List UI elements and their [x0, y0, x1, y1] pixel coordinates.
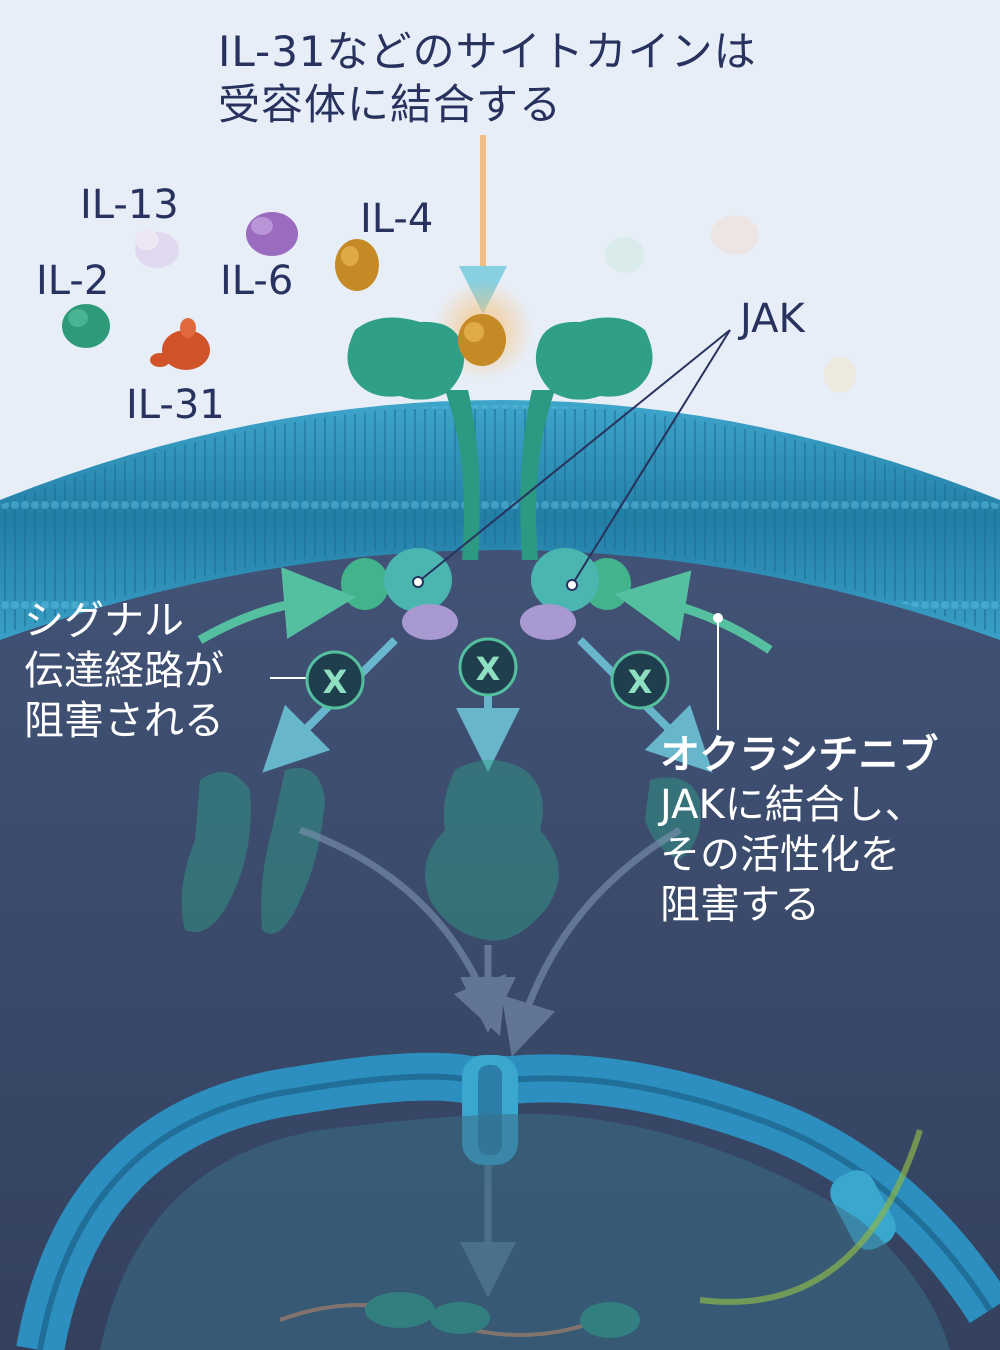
drug-line-3: 阻害する	[660, 882, 820, 928]
il6-molecule	[246, 212, 298, 256]
jak-leader-lines	[412, 329, 731, 591]
drug-note: オクラシチニブ JAKに結合し、 その活性化を 阻害する	[660, 730, 938, 930]
diagram-heading: IL-31などのサイトカインは 受容体に結合する	[218, 26, 757, 131]
nuclear-pore-right	[830, 1170, 896, 1250]
blocked-line-3: 阻害される	[24, 698, 224, 744]
drug-arrow-right	[614, 570, 773, 654]
label-il2: IL-2	[36, 258, 110, 304]
il2-molecule	[62, 304, 110, 348]
blocked-line-1: シグナル	[24, 598, 184, 644]
dna-strand	[279, 1292, 640, 1338]
block-marker-left: X	[305, 650, 365, 710]
label-il31: IL-31	[126, 382, 225, 428]
svg-text:X: X	[628, 663, 653, 701]
svg-text:X: X	[323, 663, 348, 701]
il31-molecule	[150, 318, 210, 370]
drug-line-1: JAKに結合し、	[660, 782, 925, 828]
nucleus-interior	[100, 1114, 950, 1350]
heading-line-1: IL-31などのサイトカインは	[218, 27, 757, 76]
receptor-dimer	[347, 317, 653, 560]
il13-molecule	[135, 230, 179, 268]
label-jak: JAK	[740, 296, 805, 342]
label-il6: IL-6	[220, 258, 294, 304]
label-il4: IL-4	[360, 196, 434, 242]
expression-arrow	[699, 1129, 923, 1305]
block-marker-center: X	[458, 637, 518, 697]
block-marker-right: X	[610, 650, 670, 710]
jak-right	[520, 548, 631, 640]
downstream-proteins	[181, 760, 701, 941]
label-il13: IL-13	[80, 182, 179, 228]
membrane-lipids	[0, 405, 1000, 635]
drug-name: オクラシチニブ	[660, 732, 939, 778]
bound-il31	[458, 314, 506, 366]
blocked-line-2: 伝達経路が	[24, 648, 224, 694]
faint-cytokines	[605, 215, 856, 393]
heading-line-2: 受容体に結合する	[218, 79, 563, 129]
blocked-pathway-note: シグナル 伝達経路が 阻害される	[24, 596, 224, 746]
drug-line-2: その活性化を	[660, 832, 900, 878]
drug-arrow-left	[197, 567, 356, 644]
svg-text:X: X	[476, 650, 501, 688]
il4-molecule	[335, 239, 379, 291]
drug-leader	[713, 613, 723, 730]
